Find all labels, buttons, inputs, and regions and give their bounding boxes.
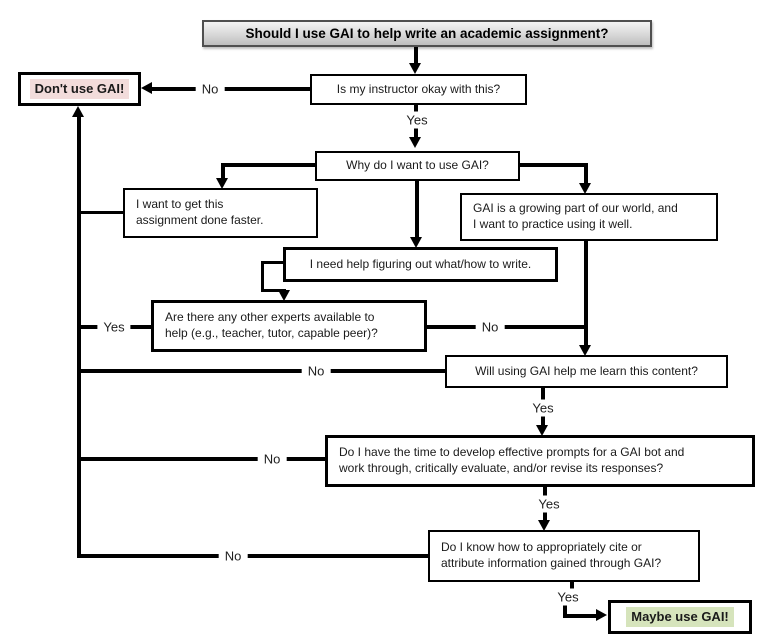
arrowhead-into-dont-use-right <box>141 82 152 94</box>
have-time-text: Do I have the time to develop effective … <box>339 445 685 475</box>
edge-label-no-experts: No <box>475 318 505 336</box>
edge-line-cite-no <box>77 554 428 558</box>
edge-label-yes-cite: Yes <box>551 588 585 606</box>
edge-line-instructor-no <box>151 87 311 91</box>
arrowhead-into-instructor <box>409 63 421 74</box>
node-have-time: Do I have the time to develop effective … <box>325 435 755 487</box>
edge-label-no-instructor: No <box>195 80 225 98</box>
arrowhead-into-growing <box>579 183 591 194</box>
need-help-writing-text: I need help figuring out what/how to wri… <box>309 256 532 271</box>
edge-line-experts-no <box>427 325 587 329</box>
node-why-use-gai: Why do I want to use GAI? <box>315 151 520 181</box>
start-question-text: Should I use GAI to help write an academ… <box>245 26 609 41</box>
edge-label-no-cite: No <box>218 547 248 565</box>
arrowhead-into-know-cite <box>538 520 550 531</box>
arrowhead-into-experts <box>278 290 290 301</box>
know-cite-text: Do I know how to appropriately cite or a… <box>441 540 662 570</box>
done-faster-text: I want to get this assignment done faste… <box>136 197 264 227</box>
edge-line-start-down <box>414 47 418 65</box>
edge-label-no-time: No <box>257 450 287 468</box>
arrowhead-into-help-learn <box>579 345 591 356</box>
node-dont-use-gai: Don't use GAI! <box>18 72 141 106</box>
dont-use-gai-text: Don't use GAI! <box>29 79 130 99</box>
node-growing-world: GAI is a growing part of our world, and … <box>460 193 718 241</box>
maybe-use-gai-text: Maybe use GAI! <box>626 607 734 627</box>
edge-line-learn-no <box>79 369 445 373</box>
node-instructor-ok: Is my instructor okay with this? <box>310 74 527 105</box>
node-need-help-writing: I need help figuring out what/how to wri… <box>283 247 558 282</box>
arrowhead-into-need-help <box>410 237 422 248</box>
edge-line-why-left-h <box>221 163 316 167</box>
arrowhead-up-into-dont-use <box>72 106 84 117</box>
node-other-experts: Are there any other experts available to… <box>151 300 427 352</box>
help-learn-text: Will using GAI help me learn this conten… <box>475 363 698 378</box>
edge-line-why-right-v <box>584 163 588 184</box>
node-start-question: Should I use GAI to help write an academ… <box>202 20 652 47</box>
arrowhead-into-maybe-use <box>596 609 607 621</box>
arrowhead-into-have-time <box>536 425 548 436</box>
edge-line-needhelp-v <box>261 261 264 292</box>
edge-line-faster-to-spine <box>79 211 125 214</box>
other-experts-text: Are there any other experts available to… <box>165 310 378 340</box>
arrowhead-into-faster <box>216 178 228 189</box>
node-maybe-use-gai: Maybe use GAI! <box>608 600 752 634</box>
edge-line-cite-yes-tick <box>570 582 574 591</box>
instructor-ok-text: Is my instructor okay with this? <box>336 81 501 96</box>
node-done-faster: I want to get this assignment done faste… <box>123 188 318 238</box>
edge-label-no-learn: No <box>301 362 331 380</box>
node-help-learn: Will using GAI help me learn this conten… <box>445 355 728 388</box>
edge-line-why-left-v <box>221 163 225 179</box>
edge-line-needhelp-h2 <box>261 289 286 292</box>
edge-line-left-spine <box>77 115 81 558</box>
edge-line-cite-yes-v <box>563 604 567 617</box>
edge-label-yes-instructor: Yes <box>400 111 434 129</box>
edge-label-yes-time: Yes <box>532 495 566 513</box>
edge-line-needhelp-h1 <box>261 261 285 264</box>
why-use-gai-text: Why do I want to use GAI? <box>346 158 489 173</box>
edge-line-why-right-h <box>520 163 587 167</box>
node-know-cite: Do I know how to appropriately cite or a… <box>428 530 700 582</box>
edge-line-cite-yes-h <box>563 614 597 618</box>
edge-line-why-middle-v <box>415 180 419 238</box>
edge-label-yes-experts: Yes <box>97 318 131 336</box>
growing-world-text: GAI is a growing part of our world, and … <box>473 201 678 231</box>
arrowhead-into-why <box>409 137 421 148</box>
edge-label-yes-learn: Yes <box>526 399 560 417</box>
edge-line-growing-down <box>584 240 588 346</box>
edge-line-time-no <box>79 457 325 461</box>
